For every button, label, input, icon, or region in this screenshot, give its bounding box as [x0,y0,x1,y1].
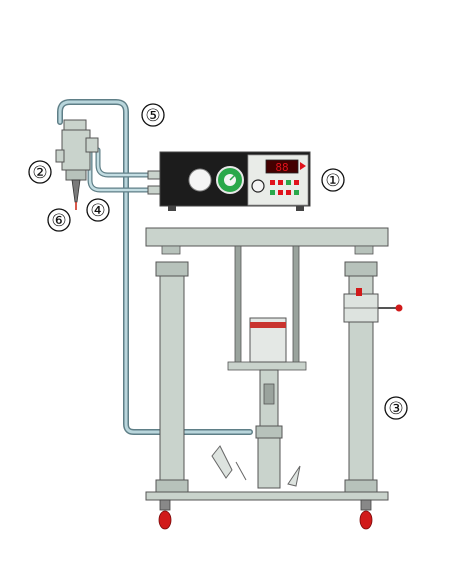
caster-right [359,499,373,530]
controller-display: 88 [275,161,288,174]
callout-1-label: ① [325,171,340,191]
callout-5-label: ⑤ [145,106,160,126]
dispense-valve [55,119,99,198]
pump-body [249,317,287,489]
callout-1: ① [321,168,345,192]
controller: 88 [159,151,311,211]
callout-2: ② [28,160,52,184]
callout-2-label: ② [32,163,47,183]
callout-3-label: ③ [388,399,403,419]
callout-4: ④ [86,198,110,222]
dispense-nozzle [71,179,81,210]
callout-6-label: ⑥ [51,211,66,231]
callout-6: ⑥ [47,208,71,232]
callout-5: ⑤ [141,103,165,127]
drum-outline [211,445,301,487]
pump-stand [145,227,403,501]
caster-left [158,499,172,530]
air-lines [87,147,163,195]
material-hose [57,99,253,435]
callout-3: ③ [384,396,408,420]
callout-4-label: ④ [90,201,105,221]
